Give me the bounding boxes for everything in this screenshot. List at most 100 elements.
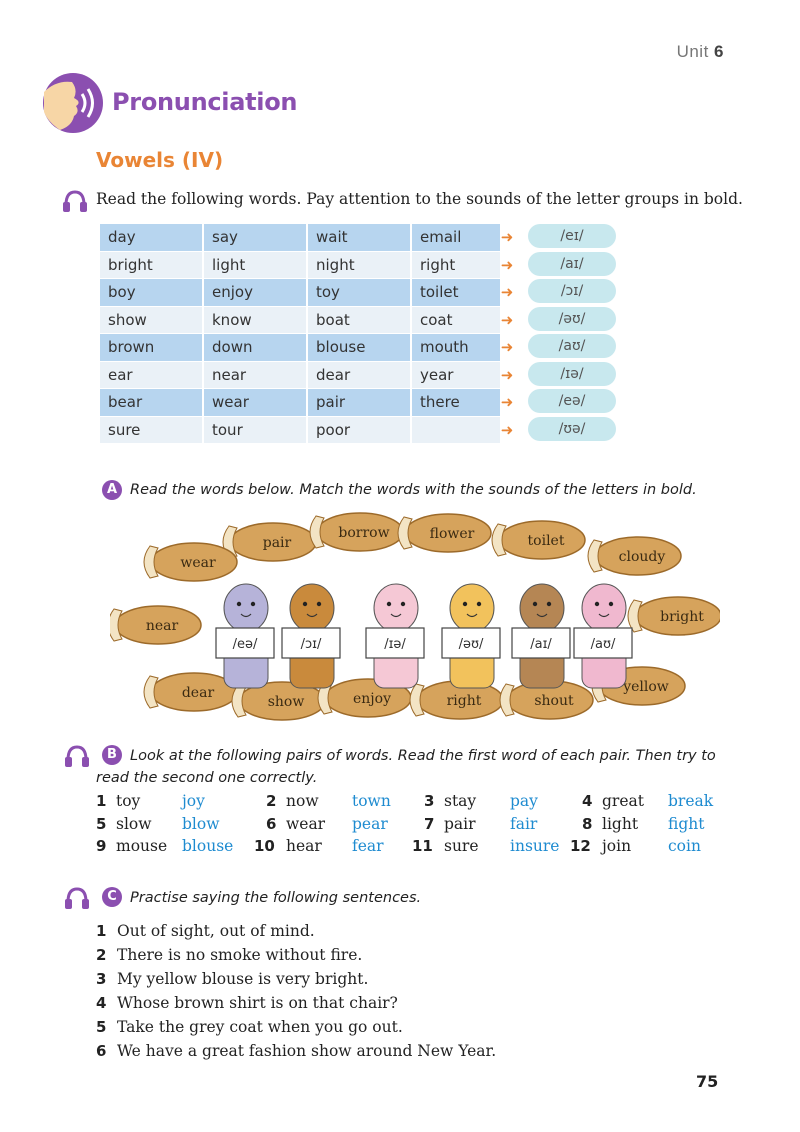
headphones-icon — [65, 887, 89, 909]
monkey-figure: /ɔɪ/ — [281, 583, 341, 689]
pair-first-word: pair — [444, 814, 476, 833]
vowel-table-cell: boat — [308, 306, 412, 334]
vowel-table-cell: down — [204, 334, 308, 362]
pair-second-word: break — [668, 792, 714, 810]
pair-number: 6 — [266, 814, 277, 833]
pair-number: 1 — [96, 792, 107, 810]
arrow-icon: ➜ — [500, 365, 514, 384]
vowel-table-cell: boy — [100, 279, 204, 307]
pair-second-word: blow — [182, 814, 220, 833]
ipa-sound-pill: /ɔɪ/ — [528, 279, 616, 303]
exercise-a-badge: A — [102, 480, 122, 500]
pair-number: 8 — [582, 814, 593, 833]
acorn-word: yellow — [622, 679, 669, 695]
pair-second-word: fair — [510, 814, 538, 833]
pair-first-word: stay — [444, 792, 477, 810]
acorn-word-card: right — [409, 680, 504, 720]
pair-second-word: fear — [352, 837, 384, 855]
arrow-icon: ➜ — [500, 283, 514, 301]
bear-figure: /aɪ/ — [511, 583, 571, 689]
pair-number: 5 — [96, 814, 107, 833]
sentence-number: 2 — [96, 946, 107, 964]
sentence-number: 3 — [96, 970, 107, 988]
pair-first-word: slow — [116, 814, 152, 833]
acorn-word-card: near — [110, 605, 202, 645]
practice-sentence: 2 There is no smoke without fire. — [96, 946, 362, 964]
sentence-text: We have a great fashion show around New … — [117, 1042, 497, 1060]
pair-second-word: insure — [510, 837, 560, 855]
ipa-sound-pill: /əʊ/ — [528, 306, 616, 331]
acorn-word: bright — [660, 609, 704, 625]
intro-instruction: Read the following words. Pay attention … — [96, 190, 743, 208]
arrow-icon: ➜ — [500, 393, 514, 411]
vowel-table-cell: sure — [100, 416, 204, 444]
ipa-sound-pill: /ɪə/ — [528, 361, 616, 386]
acorn-word-card: cloudy — [587, 536, 682, 576]
vowel-table-cell: light — [204, 251, 308, 279]
arrow-icon: ➜ — [500, 338, 514, 356]
section-subtitle: Vowels (IV) — [96, 148, 224, 172]
rabbit-figure: /ɪə/ — [365, 583, 425, 689]
pair-number: 4 — [582, 792, 593, 810]
vowel-table-cell: year — [412, 361, 502, 389]
vowel-table-cell — [412, 416, 502, 444]
ipa-sign: /ɔɪ/ — [301, 637, 322, 652]
acorn-word: shout — [534, 693, 574, 709]
pair-second-word: blouse — [182, 837, 234, 855]
sentence-text: Take the grey coat when you go out. — [117, 1018, 403, 1036]
sentence-number: 1 — [96, 922, 107, 940]
vowel-table-cell: coat — [412, 306, 502, 334]
pair-second-word: pear — [352, 814, 388, 833]
vowel-table-cell: wait — [308, 224, 412, 252]
pair-second-word: joy — [182, 792, 205, 810]
vowel-table-cell: brown — [100, 334, 204, 362]
arrow-icon: ➜ — [500, 255, 514, 274]
section-title: Pronunciation — [112, 88, 298, 116]
acorn-word-card: pair — [222, 522, 317, 562]
sentence-number: 4 — [96, 994, 107, 1012]
pronunciation-speaker-icon — [43, 73, 103, 133]
acorn-word: pair — [263, 535, 292, 551]
vowel-table-cell: blouse — [308, 334, 412, 362]
vowel-table-cell: tour — [204, 416, 308, 444]
acorn-word-card: toilet — [491, 520, 586, 560]
vowel-table-cell: bear — [100, 389, 204, 417]
vowel-table-cell: email — [412, 224, 502, 252]
pair-second-word: fight — [668, 814, 705, 833]
acorn-word: enjoy — [353, 691, 391, 707]
vowel-table-cell: wear — [204, 389, 308, 417]
acorn-word-card: wear — [143, 542, 238, 582]
vowel-table-cell: near — [204, 361, 308, 389]
pair-first-word: now — [286, 792, 319, 810]
pair-number: 7 — [424, 814, 435, 833]
vowel-table-cell: pair — [308, 389, 412, 417]
pair-first-word: join — [602, 837, 632, 855]
acorn-word: flower — [430, 526, 475, 542]
pair-second-word: town — [352, 792, 391, 810]
sentence-text: Whose brown shirt is on that chair? — [117, 994, 398, 1012]
pair-number: 9 — [96, 837, 107, 855]
sentence-text: There is no smoke without fire. — [117, 946, 363, 964]
mouse-figure: /eə/ — [215, 583, 275, 689]
exercise-b-instruction-line2: read the second one correctly. — [96, 770, 318, 786]
pair-number: 12 — [570, 837, 591, 855]
exercise-a-instruction: Read the words below. Match the words wi… — [130, 482, 697, 498]
acorn-word-card: show — [231, 681, 326, 721]
squirrel-figure: /əʊ/ — [441, 583, 501, 689]
practice-sentence: 5 Take the grey coat when you go out. — [96, 1018, 403, 1036]
sentence-text: My yellow blouse is very bright. — [117, 970, 369, 988]
sentence-number: 5 — [96, 1018, 107, 1036]
vowel-table-cell: night — [308, 251, 412, 279]
vowel-table-cell: know — [204, 306, 308, 334]
pair-first-word: hear — [286, 837, 322, 855]
exercise-c-badge: C — [102, 887, 122, 907]
